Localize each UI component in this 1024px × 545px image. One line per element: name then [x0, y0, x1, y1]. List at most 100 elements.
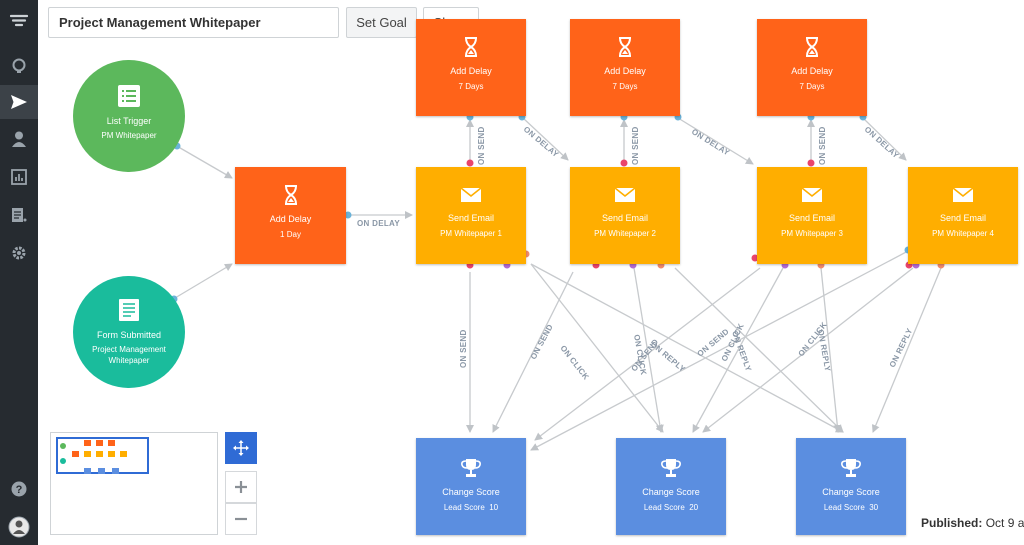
- zoom-out-button[interactable]: [225, 503, 257, 535]
- workflow-canvas[interactable]: ON DELAY ON SEND ON SEND ON SEND ON DELA…: [38, 0, 1024, 545]
- minimap-node: [112, 468, 119, 474]
- set-goal-button[interactable]: Set Goal: [346, 7, 417, 38]
- hourglass-icon: [284, 185, 297, 205]
- published-label: Published:: [921, 516, 983, 530]
- node-title: List Trigger: [106, 116, 152, 126]
- node-subtitle: 7 Days: [458, 82, 484, 91]
- left-sidebar: ?: [0, 0, 38, 545]
- node-subtitle: PM Whitepaper 1: [440, 229, 502, 238]
- add-delay-node[interactable]: Add Delay 7 Days: [416, 19, 526, 116]
- minimap-node: [84, 468, 91, 474]
- minimap-node: [60, 458, 66, 464]
- node-subtitle: PM Whitepaper: [101, 131, 157, 140]
- change-score-node[interactable]: Change Score Lead Score 20: [616, 438, 726, 535]
- trophy-icon: [841, 459, 861, 477]
- trophy-icon: [461, 459, 481, 477]
- node-subtitle: PM Whitepaper 4: [932, 229, 994, 238]
- send-email-node[interactable]: Send Email PM Whitepaper 4: [908, 167, 1018, 264]
- send-email-node[interactable]: Send Email PM Whitepaper 2: [570, 167, 680, 264]
- email-icon: [801, 187, 823, 202]
- published-status: Published: Oct 9 a: [912, 506, 1024, 545]
- email-icon: [614, 187, 636, 202]
- plus-icon: [235, 481, 247, 493]
- trophy-icon: [661, 459, 681, 477]
- published-date: Oct 9 a: [985, 516, 1024, 530]
- menu-icon[interactable]: [0, 4, 38, 38]
- connector-label-on-delay: ON DELAY: [690, 127, 732, 158]
- avatar[interactable]: [0, 510, 38, 544]
- connector-label-on-delay: ON DELAY: [863, 125, 901, 161]
- node-title: Add Delay: [791, 66, 833, 76]
- minimap-node: [84, 451, 91, 457]
- pan-button[interactable]: [225, 432, 257, 464]
- gear-icon[interactable]: [0, 236, 38, 270]
- help-icon[interactable]: ?: [0, 472, 38, 506]
- connector-label-on-click: ON CLICK: [558, 344, 590, 382]
- node-title: Form Submitted: [96, 330, 162, 340]
- add-delay-node[interactable]: Add Delay 7 Days: [570, 19, 680, 116]
- send-icon[interactable]: [0, 85, 38, 119]
- minimap-node: [96, 440, 103, 446]
- campaign-title-input[interactable]: Project Management Whitepaper: [48, 7, 339, 38]
- zoom-in-button[interactable]: [225, 471, 257, 503]
- node-subtitle: 7 Days: [612, 82, 638, 91]
- minimap-node: [108, 440, 115, 446]
- node-title: Add Delay: [450, 66, 492, 76]
- connector-label-on-send: ON SEND: [631, 126, 640, 165]
- hourglass-icon: [619, 37, 631, 57]
- person-icon[interactable]: [0, 122, 38, 156]
- hourglass-icon: [465, 37, 477, 57]
- node-title: Send Email: [447, 213, 495, 223]
- add-delay-node[interactable]: Add Delay 1 Day: [235, 167, 346, 264]
- form-submitted-node[interactable]: Form Submitted Project Management Whitep…: [73, 276, 185, 388]
- connector-label-on-reply: ON REPLY: [730, 330, 753, 373]
- send-email-node[interactable]: Send Email PM Whitepaper 1: [416, 167, 526, 264]
- hourglass-icon: [806, 37, 818, 57]
- minimap-node: [72, 451, 79, 457]
- connector-label-on-send: ON SEND: [477, 126, 486, 165]
- minimap-node: [120, 451, 127, 457]
- node-subtitle: Lead Score 10: [443, 503, 499, 512]
- minimap[interactable]: [50, 432, 218, 535]
- node-title: Change Score: [642, 487, 700, 497]
- node-subtitle: 1 Day: [280, 230, 301, 239]
- bulb-icon[interactable]: [0, 49, 38, 83]
- chart-icon[interactable]: [0, 160, 38, 194]
- minimap-node: [98, 468, 105, 474]
- list-trigger-node[interactable]: List Trigger PM Whitepaper: [73, 60, 185, 172]
- node-title: Send Email: [601, 213, 649, 223]
- report-icon[interactable]: [0, 198, 38, 232]
- minimap-node: [60, 443, 66, 449]
- add-delay-node[interactable]: Add Delay 7 Days: [757, 19, 867, 116]
- node-subtitle: Project Management: [92, 345, 166, 354]
- send-email-node[interactable]: Send Email PM Whitepaper 3: [757, 167, 867, 264]
- node-title: Send Email: [788, 213, 836, 223]
- connector-label-on-delay: ON DELAY: [522, 125, 561, 160]
- node-subtitle: Lead Score 30: [823, 503, 879, 512]
- connector-label-on-delay: ON DELAY: [357, 219, 400, 228]
- node-subtitle: PM Whitepaper 3: [781, 229, 843, 238]
- svg-text:?: ?: [16, 484, 23, 496]
- node-subtitle: 7 Days: [799, 82, 825, 91]
- minimap-node: [84, 440, 91, 446]
- node-title: Add Delay: [269, 214, 312, 224]
- node-subtitle: PM Whitepaper 2: [594, 229, 656, 238]
- minimap-node: [108, 451, 115, 457]
- form-icon: [119, 299, 139, 321]
- connector-label-on-send: ON SEND: [818, 126, 827, 165]
- change-score-node[interactable]: Change Score Lead Score 10: [416, 438, 526, 535]
- connector-label-on-send: ON SEND: [529, 323, 555, 361]
- change-score-node[interactable]: Change Score Lead Score 30: [796, 438, 906, 535]
- node-title: Send Email: [939, 213, 987, 223]
- connector-label-on-send: ON SEND: [459, 329, 468, 368]
- node-subtitle: Whitepaper: [108, 356, 150, 365]
- list-icon: [118, 85, 140, 107]
- node-subtitle: Lead Score 20: [643, 503, 699, 512]
- move-arrows-icon: [233, 440, 249, 456]
- node-title: Add Delay: [604, 66, 646, 76]
- minus-icon: [235, 517, 247, 521]
- minimap-node: [96, 451, 103, 457]
- node-title: Change Score: [442, 487, 500, 497]
- node-title: Change Score: [822, 487, 880, 497]
